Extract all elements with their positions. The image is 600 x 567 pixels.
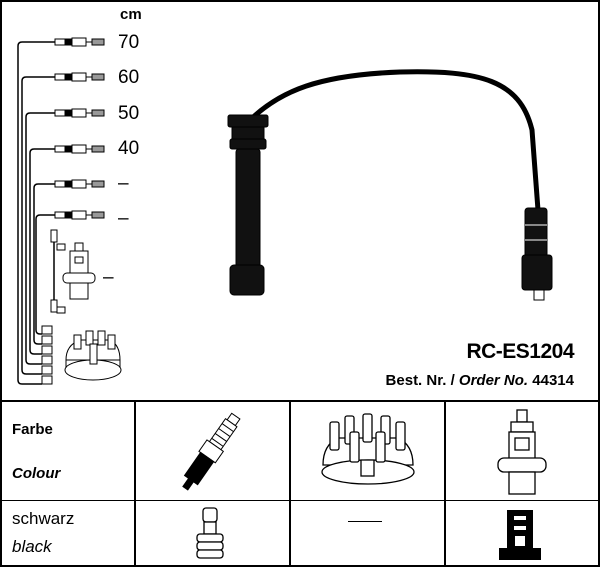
harness-schematic	[17, 37, 122, 385]
length-unit: cm	[120, 6, 142, 23]
divider	[0, 500, 600, 501]
distributor-cap-icon	[321, 413, 415, 485]
divider	[444, 400, 446, 567]
divider	[0, 400, 600, 402]
colour-de: schwarz	[12, 509, 75, 528]
order-label: Order No.	[458, 372, 529, 389]
length-label: 60	[118, 67, 140, 88]
length-label: 70	[118, 32, 140, 53]
length-label: 50	[118, 103, 140, 124]
distributor-end-none	[348, 521, 382, 522]
ignition-coil-icon	[497, 409, 547, 495]
length-label: –	[103, 267, 114, 288]
coil-boot-end-icon	[499, 510, 541, 560]
length-label: –	[118, 208, 129, 229]
spark-plug-icon	[182, 412, 241, 491]
order-number: 44314	[532, 372, 574, 389]
order-number-line: Best. Nr. / Order No. 44314	[386, 372, 574, 389]
plug-boot-end-icon	[196, 507, 224, 559]
order-prefix: Best. Nr. /	[385, 372, 455, 389]
header-colour-en: Colour	[12, 465, 61, 482]
divider	[289, 400, 291, 567]
header-colour-de: Farbe	[12, 421, 53, 438]
divider	[134, 400, 136, 567]
product-name: RC-ES1204	[466, 340, 574, 363]
length-label: –	[118, 173, 129, 194]
ignition-cable-illustration	[227, 69, 553, 301]
colour-en: black	[12, 537, 52, 556]
length-label: 40	[118, 138, 140, 159]
